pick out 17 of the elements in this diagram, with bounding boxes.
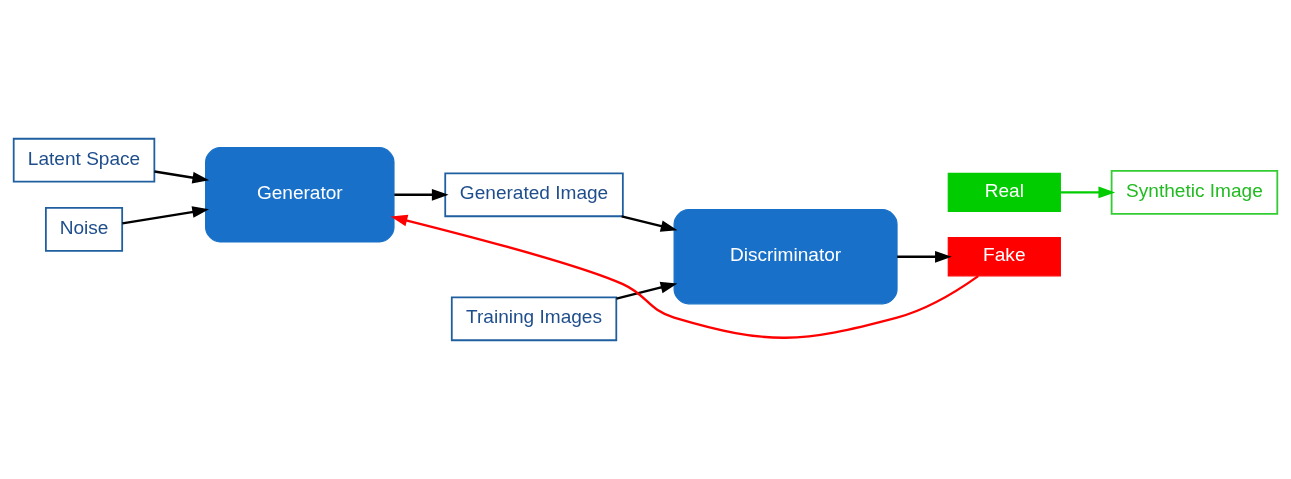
node-box: Fake bbox=[947, 237, 1061, 277]
arrow bbox=[154, 170, 210, 184]
arrow bbox=[394, 188, 449, 201]
arrow bbox=[1060, 186, 1116, 199]
arrow bbox=[390, 214, 979, 339]
arrow bbox=[897, 250, 952, 263]
node-box: Synthetic Image bbox=[1110, 170, 1279, 215]
node-box: Noise bbox=[45, 207, 124, 252]
arrow bbox=[616, 281, 678, 300]
node-box: Generator bbox=[205, 147, 395, 243]
node-box: Discriminator bbox=[673, 209, 898, 305]
node-box: Generated Image bbox=[444, 172, 624, 218]
node-box: Real bbox=[947, 172, 1061, 213]
node-box: Training Images bbox=[450, 296, 618, 342]
arrow bbox=[122, 206, 209, 225]
node-box: Latent Space bbox=[12, 137, 156, 183]
arrow bbox=[621, 215, 678, 232]
